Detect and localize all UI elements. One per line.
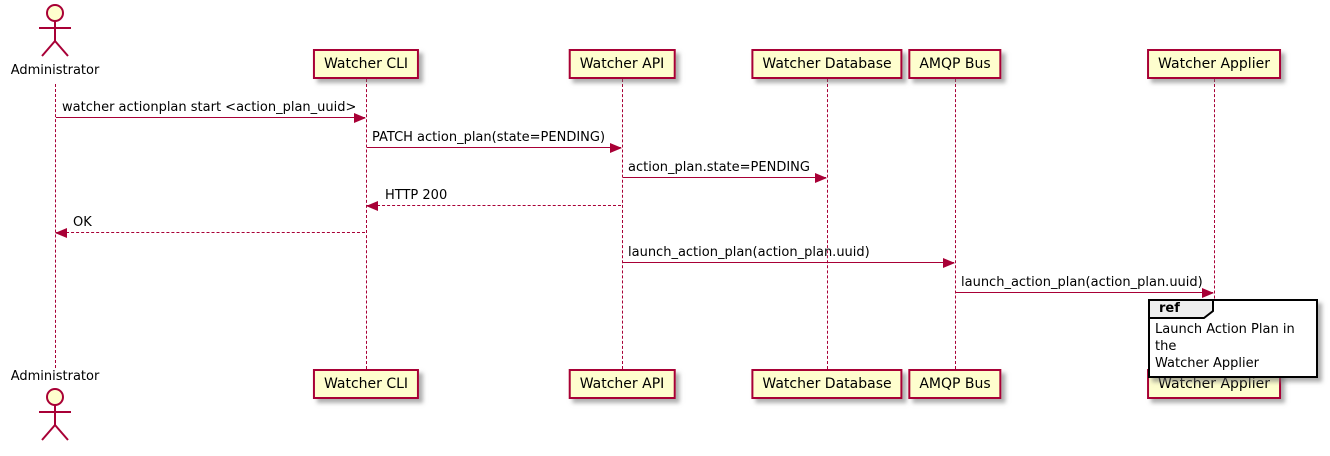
arrowhead-left-icon	[55, 227, 67, 238]
message-line	[367, 147, 621, 148]
message-label: watcher actionplan start <action_plan_uu…	[62, 100, 357, 115]
actor-icon	[39, 388, 71, 441]
ref-tab-icon	[1148, 299, 1214, 319]
message-label: HTTP 200	[385, 188, 448, 203]
participant-watcher-cli-top: Watcher CLI	[312, 49, 420, 79]
participant-watcher-api-bottom: Watcher API	[568, 369, 676, 399]
arrowhead-left-icon	[366, 200, 378, 211]
actor-label-administrator-bottom: Administrator	[10, 369, 100, 384]
actor-label-administrator-top: Administrator	[10, 63, 100, 78]
participant-watcher-cli-bottom: Watcher CLI	[312, 369, 420, 399]
message-label: PATCH action_plan(state=PENDING)	[372, 130, 606, 145]
message-line	[56, 117, 365, 118]
lifeline-watcher-cli	[366, 79, 367, 369]
ref-keyword: ref	[1159, 301, 1180, 316]
participant-watcher-database-top: Watcher Database	[751, 49, 903, 79]
lifeline-watcher-applier	[1214, 79, 1215, 369]
message-line	[956, 292, 1213, 293]
message-line	[623, 262, 954, 263]
participant-watcher-database-bottom: Watcher Database	[751, 369, 903, 399]
message-label: OK	[73, 215, 92, 230]
participant-amqp-bus-bottom: AMQP Bus	[908, 369, 1002, 399]
arrowhead-right-icon	[610, 142, 622, 153]
lifeline-amqp-bus	[955, 79, 956, 369]
lifeline-administrator	[55, 84, 56, 368]
ref-fragment: ref Launch Action Plan in the Watcher Ap…	[1148, 299, 1318, 378]
arrowhead-right-icon	[943, 257, 955, 268]
arrowhead-right-icon	[815, 172, 827, 183]
actor-icon	[39, 4, 71, 57]
ref-text-line: Watcher Applier	[1155, 356, 1259, 371]
message-label: action_plan.state=PENDING	[628, 160, 810, 175]
participant-watcher-applier-top: Watcher Applier	[1147, 49, 1281, 79]
ref-text-line: Launch Action Plan in the	[1155, 322, 1295, 354]
participant-amqp-bus-top: AMQP Bus	[908, 49, 1002, 79]
message-label: launch_action_plan(action_plan.uuid)	[961, 275, 1203, 290]
participant-watcher-api-top: Watcher API	[568, 49, 676, 79]
arrowhead-right-icon	[1202, 287, 1214, 298]
message-label: launch_action_plan(action_plan.uuid)	[628, 245, 870, 260]
lifeline-watcher-api	[622, 79, 623, 369]
arrowhead-right-icon	[354, 112, 366, 123]
ref-body: Launch Action Plan in the Watcher Applie…	[1150, 301, 1316, 376]
lifeline-watcher-database	[827, 79, 828, 369]
message-line	[367, 205, 621, 206]
message-line	[56, 232, 365, 233]
message-line	[623, 177, 826, 178]
